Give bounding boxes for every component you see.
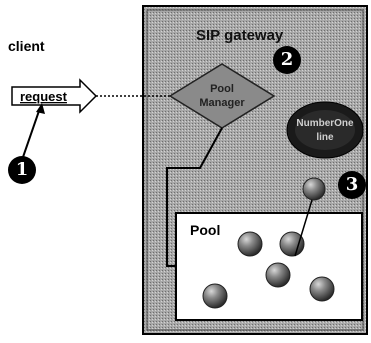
- pool-manager-label-line2: Manager: [199, 97, 245, 109]
- sphere: [280, 232, 304, 256]
- pool-manager-label-line1: Pool: [210, 83, 234, 95]
- callout-label-line2: line: [316, 132, 334, 143]
- sphere: [310, 277, 334, 301]
- badge-1-pointer: [22, 108, 40, 160]
- sphere: [238, 232, 262, 256]
- step-badge-3: 3: [338, 171, 366, 199]
- step-badge-2: 2: [273, 46, 301, 74]
- sphere: [203, 284, 227, 308]
- pool-label: Pool: [190, 222, 220, 238]
- sphere-in-transit: [303, 178, 325, 200]
- sphere: [266, 263, 290, 287]
- step-badge-1: 1: [8, 156, 36, 184]
- callout-label-line1: NumberOne: [296, 118, 354, 129]
- request-label: request: [20, 89, 68, 104]
- client-label: client: [8, 38, 45, 54]
- gateway-title: SIP gateway: [196, 27, 284, 44]
